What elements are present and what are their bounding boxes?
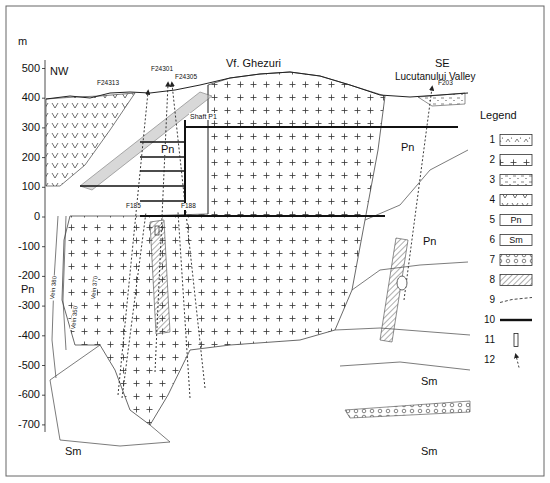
depth-value: 200 [22, 152, 40, 163]
depth-value: -500 [18, 360, 40, 371]
legend-title: Legend [480, 110, 517, 121]
legend-sample [500, 175, 532, 186]
drillhole-id: F24313 [96, 80, 120, 87]
depth-value: 400 [22, 92, 40, 103]
legend-sample [500, 275, 532, 286]
legend-number: 4 [489, 195, 495, 205]
frame [6, 6, 544, 476]
direction-label: SE [435, 58, 450, 69]
legend-sample [516, 356, 519, 368]
swatch-label: Sm [509, 236, 523, 245]
formation-label: Pn [160, 144, 175, 155]
legend-number: 7 [489, 255, 495, 265]
faults [50, 85, 470, 446]
depth-value: -600 [18, 389, 40, 400]
legend-number: 12 [484, 355, 495, 365]
peak-name: Vf. Ghezuri [226, 58, 281, 69]
legend-number: 3 [489, 175, 495, 185]
shaft-name: Shaft P1 [189, 113, 218, 120]
formation-label: Pn [422, 236, 437, 247]
legend-number: 2 [489, 155, 495, 165]
axis-unit: m [18, 36, 27, 47]
formation-label: Sm [420, 446, 439, 457]
depth-axis [42, 60, 45, 432]
depth-value: 0 [34, 211, 40, 222]
legend-number: 9 [489, 295, 495, 305]
legend-number: 1 [489, 135, 495, 145]
drillhole-id: F203 [437, 80, 454, 87]
swatch-label: Pn [510, 216, 521, 225]
depth-value: 300 [22, 122, 40, 133]
legend-number: 5 [489, 215, 495, 225]
legend-sample [500, 215, 532, 226]
legend-sample [500, 195, 532, 206]
formation-label: Sm [64, 446, 83, 457]
legend-number: 8 [489, 275, 495, 285]
drillhole-id: F188 [180, 203, 197, 210]
depth-value: -400 [18, 330, 40, 341]
vein-name: Vein 380 [49, 275, 58, 301]
sample-mark [155, 226, 159, 235]
legend-sample [500, 235, 532, 246]
conglomerate [345, 401, 470, 418]
depth-value: -300 [18, 300, 40, 311]
legend-sample [500, 255, 532, 266]
altered-zone [150, 220, 170, 334]
formation-label: Pn [400, 142, 415, 153]
depth-value: -200 [18, 270, 40, 281]
legend-number: 6 [489, 235, 495, 245]
legend-sample [500, 155, 532, 166]
andesite [46, 93, 135, 186]
depth-value: -100 [18, 241, 40, 252]
orebody [397, 276, 407, 290]
legend-number: 11 [485, 335, 495, 345]
drillholes [118, 84, 432, 398]
mine-workings [80, 120, 458, 216]
vein-zone [80, 92, 212, 190]
legend-sample [500, 135, 532, 146]
depth-value: 100 [22, 181, 40, 192]
legend-sample [500, 320, 532, 321]
legend-sample [500, 298, 532, 303]
depth-value: 500 [22, 63, 40, 74]
drillhole-id: F185 [125, 203, 142, 210]
drillhole-id: F24305 [174, 74, 198, 81]
formation-label: Sm [420, 376, 439, 387]
drillhole-id: F24301 [150, 66, 174, 73]
depth-value: -700 [18, 419, 40, 430]
direction-label: NW [50, 66, 68, 77]
granite [62, 72, 385, 425]
formation-label: Pn [20, 284, 35, 295]
altered-zone [380, 238, 408, 342]
legend-sample [514, 334, 518, 347]
legend-number: 10 [484, 315, 495, 325]
valley-name: Lucutanului Valley [394, 72, 476, 82]
